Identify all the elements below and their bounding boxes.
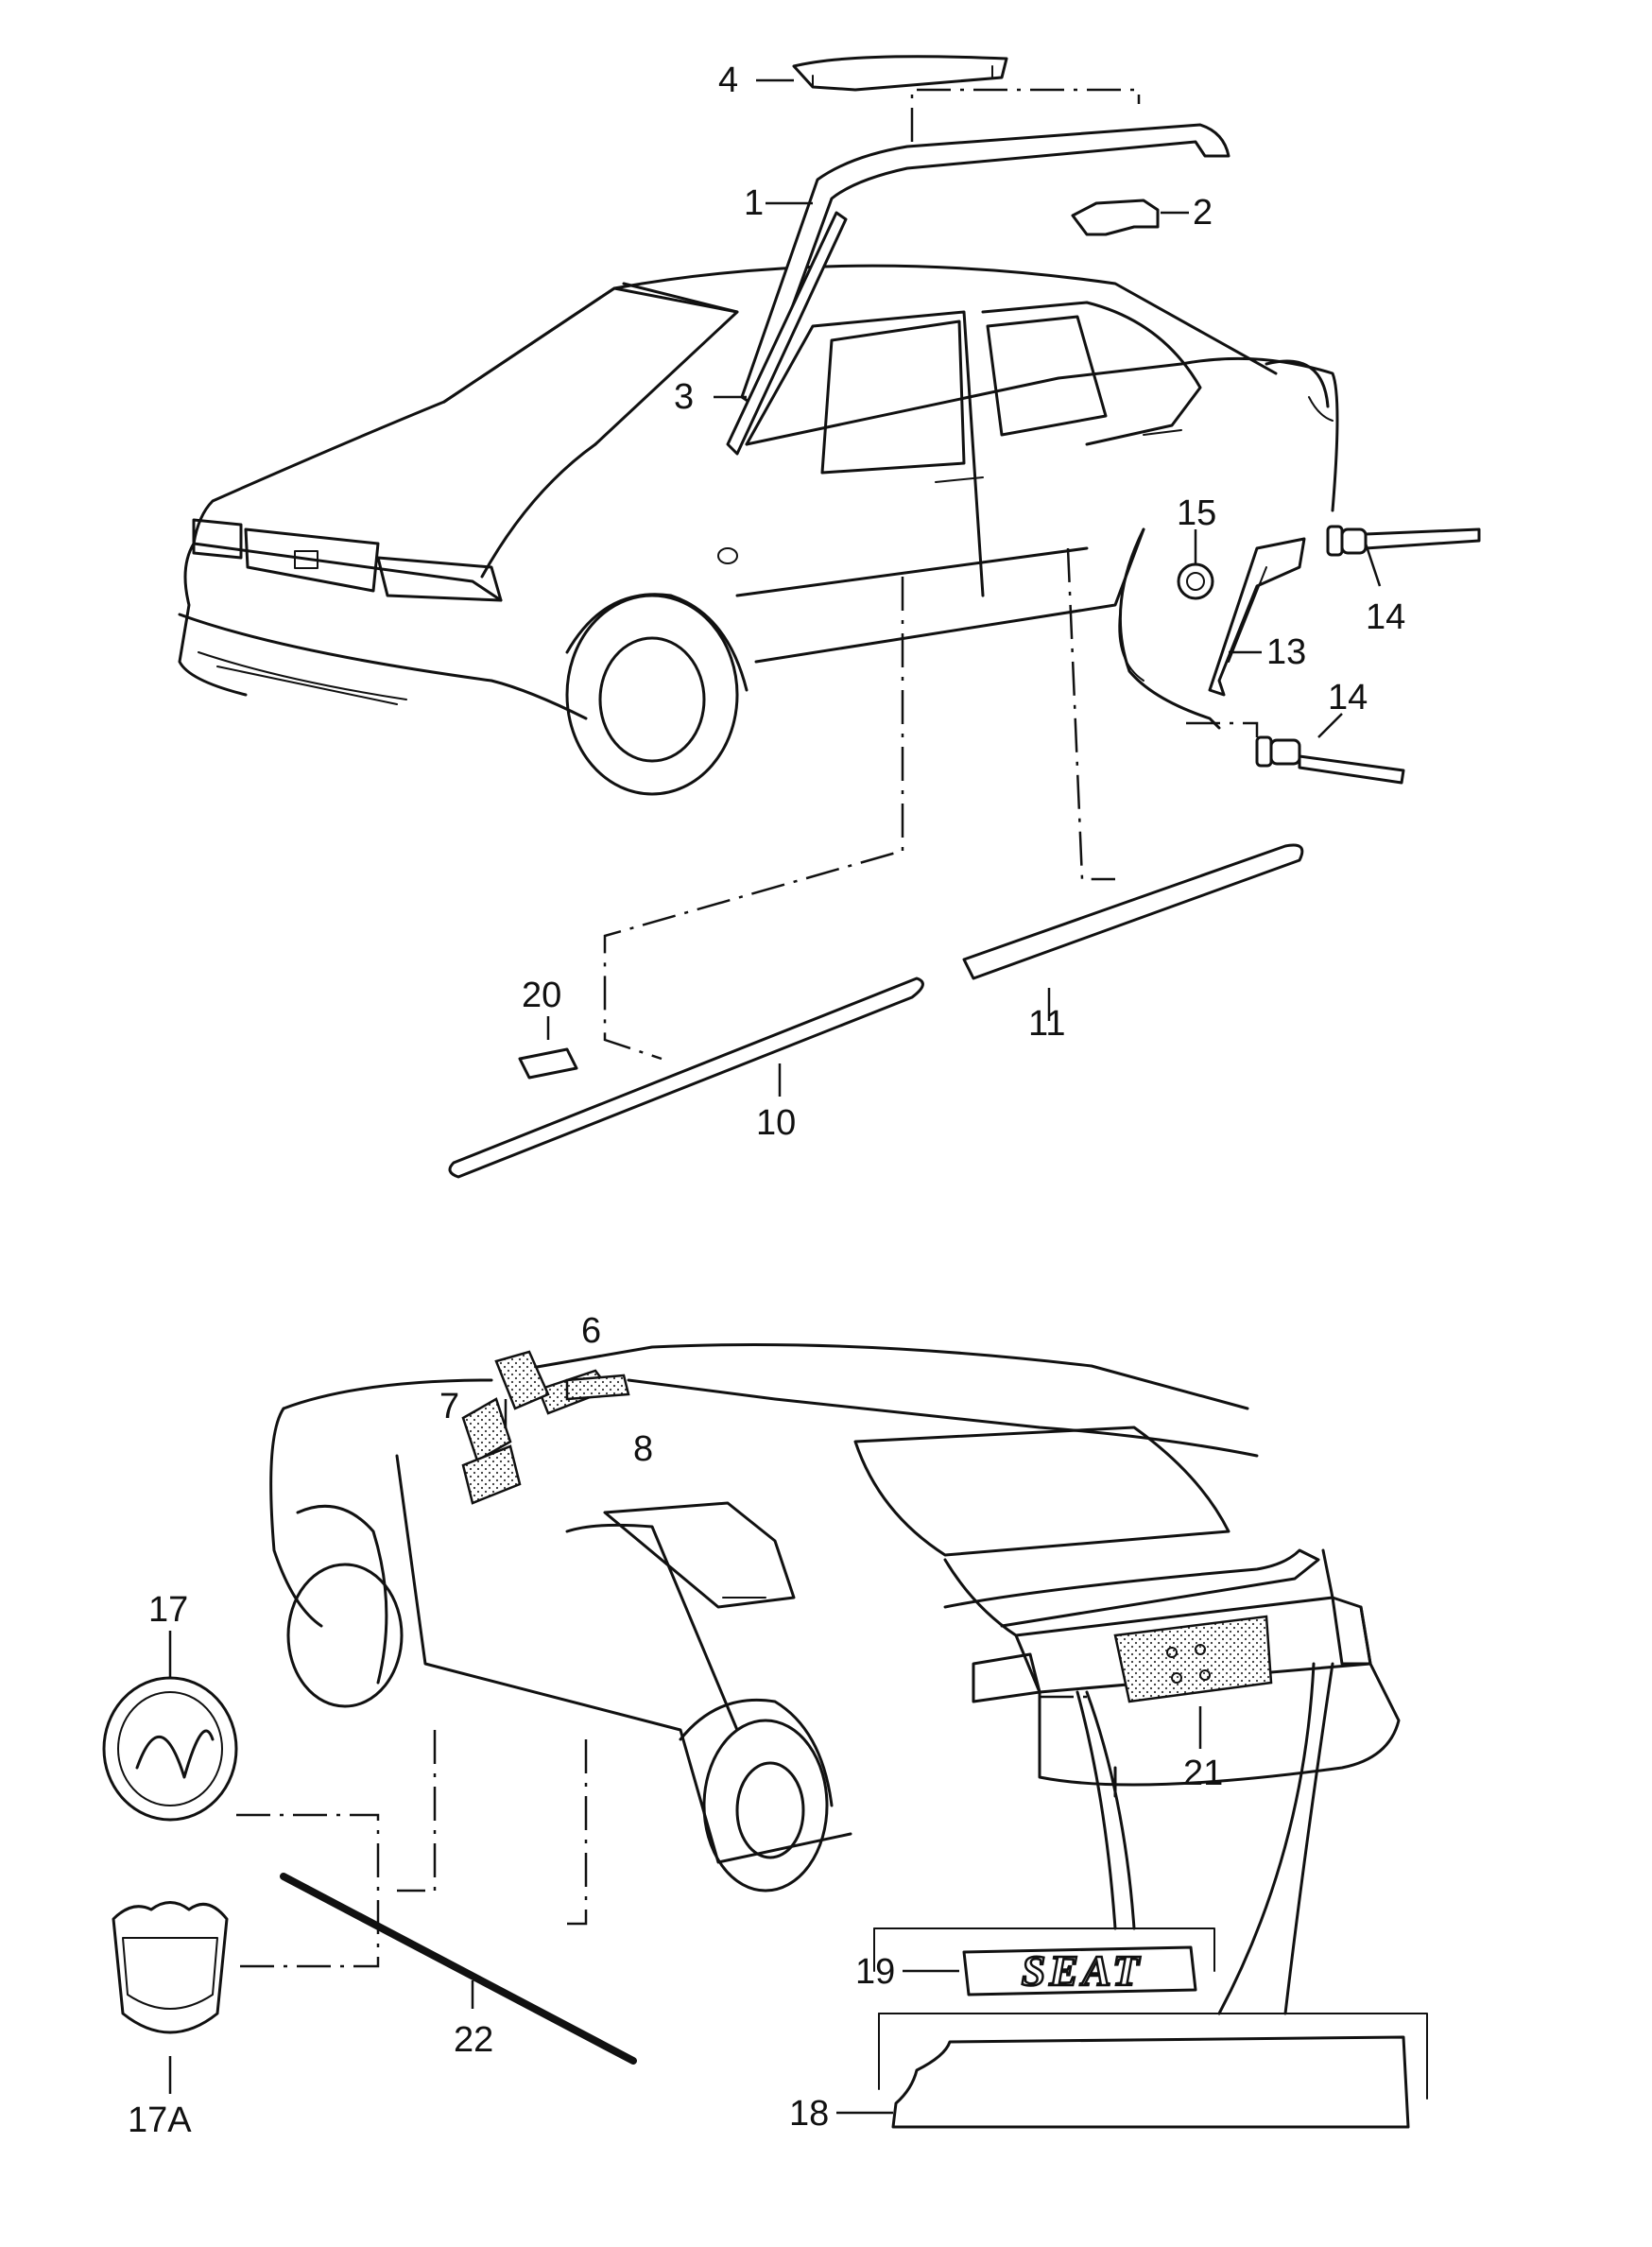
pillar-stickers	[461, 1350, 630, 1505]
label-14a: 14	[1366, 597, 1405, 637]
label-2: 2	[1193, 193, 1213, 233]
label-22: 22	[454, 2020, 493, 2060]
logo-19: SEAT	[873, 1690, 1215, 1996]
part-2-clip	[1071, 199, 1189, 236]
label-20: 20	[522, 976, 561, 1015]
part-3-strip	[714, 211, 848, 456]
label-21: 21	[1183, 1754, 1223, 1793]
label-10: 10	[756, 1103, 796, 1143]
emblem-17a	[112, 1901, 229, 2094]
label-8: 8	[633, 1429, 653, 1469]
side-mouldings	[448, 547, 1304, 1179]
part-1-moulding	[740, 123, 1230, 408]
part-4-trim	[756, 55, 1008, 92]
emblem-17	[102, 1631, 238, 1822]
label-7: 7	[439, 1387, 459, 1426]
logo-19-text: SEAT	[1022, 1946, 1144, 1995]
label-1: 1	[744, 183, 764, 223]
label-6: 6	[581, 1311, 601, 1351]
callout-labels: 4 1 2 3 15 14 13 14 20 11 10 6 7 8 17 17…	[128, 60, 1405, 2140]
label-17a: 17A	[128, 2100, 192, 2140]
label-18: 18	[789, 2094, 829, 2134]
front-car-outline	[178, 264, 1339, 796]
label-3: 3	[674, 377, 694, 417]
label-19: 19	[855, 1952, 895, 1992]
label-13: 13	[1266, 632, 1306, 672]
part-18-panel	[836, 1662, 1428, 2129]
label-17: 17	[148, 1590, 188, 1630]
label-14b: 14	[1328, 678, 1368, 717]
wheel-arch-parts	[1118, 525, 1481, 785]
label-11: 11	[1028, 1004, 1065, 1044]
label-15: 15	[1177, 493, 1216, 533]
part-22-strip	[280, 1730, 637, 2065]
rear-car-outline	[269, 1343, 1401, 1893]
label-4: 4	[718, 60, 738, 100]
